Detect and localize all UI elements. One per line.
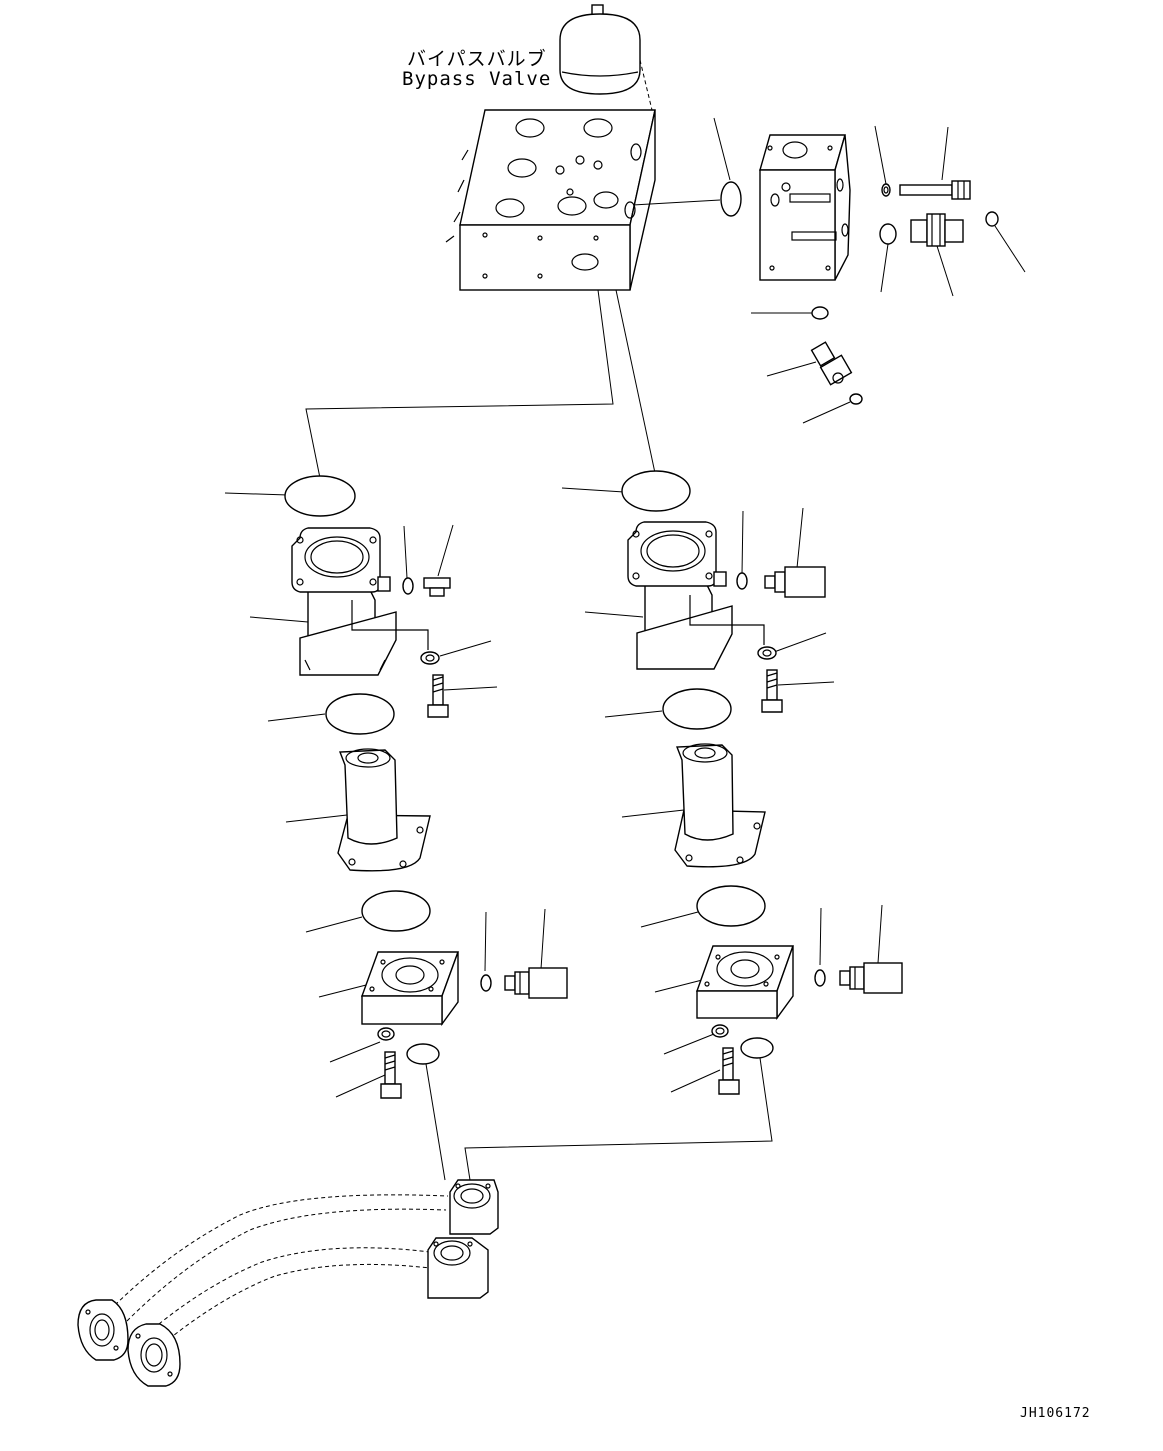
bolt-right-2 (718, 1047, 740, 1095)
bypass-valve-label-jp: バイパスバルブ (407, 48, 547, 70)
oring-right-3 (696, 885, 766, 927)
bolt-right-1 (761, 669, 783, 713)
oring-left-1 (284, 475, 356, 517)
sensor-right-top (764, 566, 826, 598)
side-valve-washer (881, 183, 891, 197)
bypass-valve-label-en: Bypass Valve (402, 68, 552, 90)
side-valve-bolt (899, 180, 971, 200)
washer-right-2 (711, 1024, 729, 1038)
sensor-left (504, 967, 568, 999)
washer-right-1 (757, 646, 777, 660)
elbow-fitting (810, 341, 853, 386)
link-line-gasket-left (425, 1063, 446, 1181)
gasket-left (406, 1043, 440, 1065)
cone-right (674, 743, 766, 868)
oring-right-1 (621, 470, 691, 512)
pipe-flange-lower-right (427, 1237, 489, 1299)
link-line-gasket-right (464, 1057, 773, 1181)
pipe-flange-upper-right (449, 1179, 499, 1235)
link-line-right (615, 289, 656, 474)
sensor-right (839, 962, 903, 994)
oring-right-plug (736, 572, 748, 590)
side-valve-block (759, 134, 851, 281)
washer-left-2 (377, 1027, 395, 1041)
pipe-flange-left-1 (77, 1299, 129, 1361)
side-valve-oring-large (720, 181, 742, 217)
cone-left (337, 748, 431, 872)
bypass-valve-block (445, 109, 656, 291)
small-oring (849, 393, 863, 405)
oring-right-2 (662, 688, 732, 730)
document-id: JH106172 (1020, 1406, 1091, 1421)
oring-right-cover (814, 969, 826, 987)
bolt-left-2 (380, 1051, 402, 1099)
washer-left-1 (420, 651, 440, 665)
bottom-oring-side (811, 306, 829, 320)
side-valve-connector (910, 213, 964, 247)
housing-right (627, 521, 765, 670)
cover-left (361, 951, 459, 1027)
oring-left-plug (402, 577, 414, 595)
side-valve-oring-tiny (985, 211, 999, 227)
oring-left-2 (325, 693, 395, 735)
oring-left-cover (480, 974, 492, 992)
housing-left (291, 527, 429, 676)
pipes (109, 1194, 449, 1349)
bolt-left-1 (427, 674, 449, 718)
link-line-side (632, 199, 721, 206)
pipe-flange-left-2 (127, 1323, 181, 1387)
cover-right (696, 945, 794, 1021)
plug-left (423, 577, 451, 597)
side-valve-oring-small (879, 223, 897, 245)
link-line-left (305, 289, 614, 479)
oring-left-3 (361, 890, 431, 932)
leader-lines (224, 117, 1026, 1098)
gasket-right (740, 1037, 774, 1059)
